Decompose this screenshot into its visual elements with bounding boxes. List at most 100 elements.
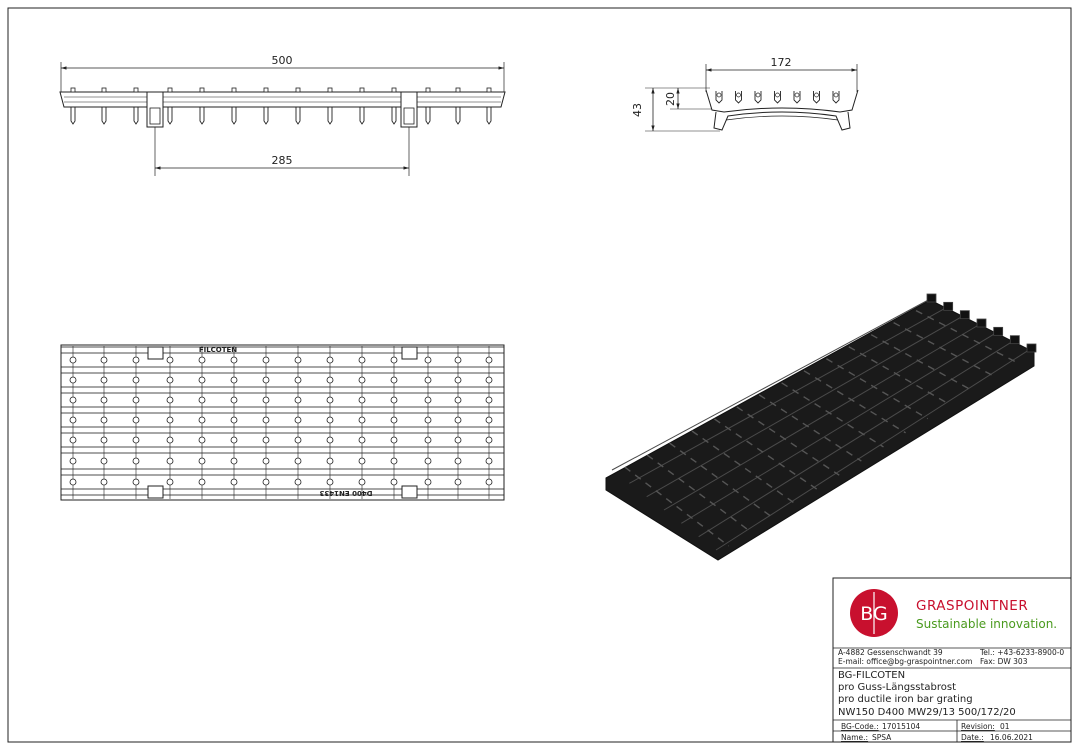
side-knob (133, 87, 139, 93)
cross-bar-head (736, 92, 741, 98)
plan-rib-node (132, 396, 140, 404)
iso-slot-row (848, 346, 951, 406)
iso-slot-row (870, 334, 973, 391)
plan-rib-node (132, 416, 140, 424)
plan-rib-node (100, 396, 108, 404)
iso-bar-highlight (663, 322, 983, 511)
plan-rib-node (262, 376, 270, 384)
product-line-3: pro ductile iron bar grating (838, 694, 973, 705)
cross-bar-head (755, 92, 761, 98)
plan-rib-node (262, 478, 270, 486)
plan-marking-top: FILCOTEN (199, 346, 237, 354)
date-value: 16.06.2021 (990, 733, 1033, 742)
plan-rib-node (230, 416, 238, 424)
plan-rib-node (132, 436, 140, 444)
side-knob (295, 87, 301, 93)
plan-rib-node (424, 416, 432, 424)
plan-rib-node (198, 356, 206, 364)
side-knob (263, 87, 269, 93)
side-leg (263, 107, 269, 125)
plan-rib-node (230, 478, 238, 486)
side-knob (231, 87, 237, 93)
side-knob (391, 87, 397, 93)
plan-rib-node (166, 416, 174, 424)
plan-rib-node (326, 376, 334, 384)
dim-total-height-label: 43 (631, 103, 644, 117)
side-leg (327, 107, 333, 125)
plan-rib-node (485, 416, 493, 424)
plan-longitudinal-bar (60, 366, 505, 374)
plan-view (60, 344, 505, 501)
plan-rib-node (294, 478, 302, 486)
cross-bar-head (814, 92, 819, 98)
plan-rib-node (166, 356, 174, 364)
plan-rib-node (390, 436, 398, 444)
plan-marking-bottom: D400 EN1433 (319, 489, 372, 497)
side-knob (486, 87, 492, 93)
iso-slot-row (915, 309, 1017, 363)
plan-rib-node (485, 457, 493, 465)
plan-rib-node (294, 396, 302, 404)
side-knob (455, 87, 461, 93)
plan-rib-node (358, 396, 366, 404)
plan-rib-node (424, 356, 432, 364)
iso-bar-end-tab (993, 326, 1004, 336)
iso-bar-highlight (629, 305, 949, 484)
plan-rib-node (100, 356, 108, 364)
cross-section-view (645, 64, 859, 132)
plan-rib-node (198, 457, 206, 465)
plan-rib-node (485, 356, 493, 364)
plan-rib-node (166, 376, 174, 384)
iso-bar-end-tab (1009, 335, 1020, 345)
dim-length-label: 500 (272, 54, 293, 67)
brand-logo: BG (850, 589, 898, 637)
plan-rib-node (230, 376, 238, 384)
iso-slot-row (893, 322, 995, 377)
plan-rib-node (132, 478, 140, 486)
plan-longitudinal-bar (60, 488, 505, 496)
plan-rib-node (100, 436, 108, 444)
title-block: BG GRASPOINTNER Sustainable innovation. … (832, 577, 1072, 743)
iso-bar-end-tab (959, 310, 970, 320)
brand-name: GRASPOINTNER (916, 598, 1028, 614)
bg-code-label: BG-Code.: (841, 722, 879, 731)
plan-rib-node (69, 478, 77, 486)
plan-rib-node (424, 436, 432, 444)
iso-bar-highlight (715, 347, 1033, 551)
plan-rib-node (100, 416, 108, 424)
plan-rib-node (69, 396, 77, 404)
dim-width-label: 172 (771, 56, 792, 69)
cross-bar-head (794, 92, 800, 98)
company-tel: Tel.: +43-6233-8900-0 (979, 648, 1064, 657)
plan-rib-node (326, 396, 334, 404)
side-leg (70, 107, 76, 125)
name-value: SPSA (872, 733, 892, 742)
iso-bar-end-tab (926, 293, 937, 303)
plan-rib-node (390, 457, 398, 465)
company-fax: Fax: DW 303 (980, 657, 1028, 666)
company-email: E-mail: office@bg-graspointner.com (838, 657, 972, 666)
side-leg (391, 107, 397, 125)
plan-rib-node (262, 396, 270, 404)
plan-rib-node (294, 416, 302, 424)
iso-bar-highlight (646, 314, 966, 498)
plan-rib-node (100, 478, 108, 486)
cross-bar-head (716, 92, 722, 98)
side-knob (425, 87, 431, 93)
cross-bar-profile (774, 91, 781, 104)
iso-bar-end-tab (943, 301, 954, 311)
cross-bar-profile (754, 91, 762, 104)
plan-rib-node (326, 478, 334, 486)
plan-longitudinal-bar (60, 426, 505, 434)
side-knob (359, 87, 365, 93)
side-leg (199, 107, 205, 125)
revision-value: 01 (1000, 722, 1010, 731)
plan-rib-node (390, 356, 398, 364)
plan-rib-node (262, 416, 270, 424)
date-label: Date.: (961, 733, 984, 742)
cross-bar-profile (813, 91, 820, 104)
plan-rib-node (424, 376, 432, 384)
iso-bar-end-tab (976, 318, 987, 328)
plan-rib-node (166, 478, 174, 486)
